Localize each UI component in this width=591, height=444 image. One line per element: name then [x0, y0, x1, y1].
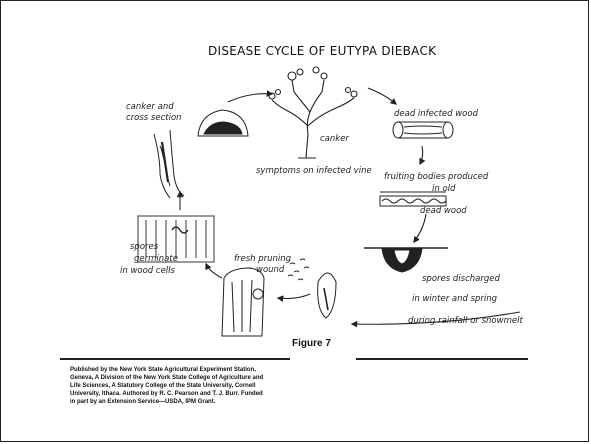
label-spores-discharged-1: spores discharged: [422, 274, 500, 285]
label-fruiting-bodies-3: dead wood: [420, 206, 467, 217]
label-spores-germinate-1: spores: [130, 242, 158, 253]
arrow-pruning-to-germinate: [206, 264, 222, 278]
label-fresh-pruning-1: fresh pruning: [234, 254, 291, 265]
label-dead-wood: dead infected wood: [394, 109, 478, 120]
spore-sac-drawing: [318, 273, 336, 318]
perithecium-drawing: [364, 248, 448, 272]
cross-section-drawing: [198, 110, 248, 136]
label-spores-discharged-3: during rainfall or snowmelt: [408, 316, 523, 327]
diagram-title: DISEASE CYCLE OF EUTYPA DIEBACK: [208, 44, 436, 58]
label-fruiting-bodies-1: fruiting bodies produced: [384, 172, 488, 183]
divider-left: [60, 358, 290, 360]
credit-line-2: Geneva, A Division of the New York State…: [70, 374, 320, 382]
arrow-fruiting-to-spores: [414, 214, 426, 242]
credit-line-3: Life Sciences, A Statutory College of th…: [70, 382, 320, 390]
credit-line-5: in part by an Extension Service—USDA, IP…: [70, 398, 320, 406]
label-fruiting-bodies-2: in old: [432, 184, 455, 195]
arrow-dead-wood-to-fruiting: [420, 146, 423, 164]
arrow-vine-to-dead-wood: [368, 88, 396, 104]
label-canker-cross-section-2: cross section: [126, 113, 182, 124]
canker-branch-drawing: [154, 130, 184, 198]
dead-wood-log-drawing: [393, 122, 453, 138]
label-spores-germinate-2: germinate: [134, 254, 178, 265]
spores-drawing: [288, 259, 309, 280]
arrow-canker-to-vine: [228, 94, 272, 102]
figure-caption: Figure 7: [292, 338, 331, 349]
figure-panel: DISEASE CYCLE OF EUTYPA DIEBACK canker a…: [10, 6, 580, 430]
arrow-spores-small: [278, 294, 310, 299]
label-symptoms: symptoms on infected vine: [256, 166, 372, 177]
credit-line-1: Published by the New York State Agricult…: [70, 366, 320, 374]
divider-right: [356, 358, 528, 360]
label-canker-cross-section-1: canker and: [126, 102, 174, 113]
label-spores-germinate-3: in wood cells: [120, 266, 175, 277]
credit-line-4: University, Ithaca. Authored by R. C. Pe…: [70, 390, 320, 398]
pruning-stump-drawing: [222, 268, 264, 336]
label-spores-discharged-2: in winter and spring: [412, 294, 497, 305]
label-fresh-pruning-2: wound: [256, 265, 284, 276]
label-canker: canker: [320, 134, 349, 145]
